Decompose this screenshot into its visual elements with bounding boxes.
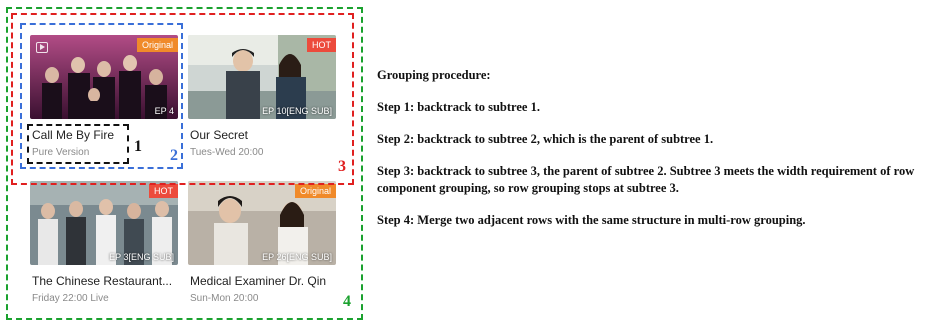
video-card-2[interactable]: HOT EP 10[ENG SUB] Our Secret Tues-Wed 2… [188,35,336,165]
procedure-step-2: Step 2: backtrack to subtree 2, which is… [377,132,714,146]
card-subtitle: Friday 22:00 Live [32,293,109,304]
subtree-box-4 [6,7,363,320]
procedure-step-3: Step 3: backtrack to subtree 3, the pare… [377,164,915,195]
card-title: The Chinese Restaurant... [32,274,173,288]
card-title: Medical Examiner Dr. Qin [190,274,327,288]
subtree-label-3: 3 [338,158,346,175]
episode-label: EP 26[ENG SUB] [262,252,332,262]
card-subtitle: Sun-Mon 20:00 [190,293,259,304]
grouping-procedure: Grouping procedure: Step 1: backtrack to… [377,67,947,244]
video-card-4[interactable]: Original EP 26[ENG SUB] Medical Examiner… [188,181,336,311]
subtree-box-2 [20,23,183,169]
subtree-box-3 [11,13,354,185]
subtree-label-1: 1 [134,138,142,155]
episode-label: EP 10[ENG SUB] [262,106,332,116]
procedure-heading: Grouping procedure: [377,68,491,82]
play-icon [36,42,48,53]
hot-badge: HOT [149,184,178,198]
procedure-step-1: Step 1: backtrack to subtree 1. [377,100,540,114]
video-card-3[interactable]: HOT EP 3[ENG SUB] The Chinese Restaurant… [30,181,178,311]
hot-badge: HOT [307,38,336,52]
card-subtitle: Pure Version [32,147,90,158]
procedure-step-4: Step 4: Merge two adjacent rows with the… [377,213,806,227]
original-badge: Original [136,38,178,52]
card-subtitle: Tues-Wed 20:00 [190,147,264,158]
subtree-box-1 [27,124,129,164]
thumbnail-2: HOT EP 10[ENG SUB] [188,35,336,119]
subtree-label-4: 4 [343,293,351,310]
episode-label: EP 4 [154,106,174,116]
thumbnail-1: Original EP 4 [30,35,178,119]
thumbnail-3: HOT EP 3[ENG SUB] [30,181,178,265]
card-title: Call Me By Fire [32,128,115,142]
original-badge: Original [294,184,336,198]
episode-label: EP 3[ENG SUB] [109,252,174,262]
video-card-1[interactable]: Original EP 4 Call Me By Fire Pure Versi… [30,35,178,165]
subtree-label-2: 2 [170,147,178,164]
thumbnail-4: Original EP 26[ENG SUB] [188,181,336,265]
card-title: Our Secret [190,128,249,142]
